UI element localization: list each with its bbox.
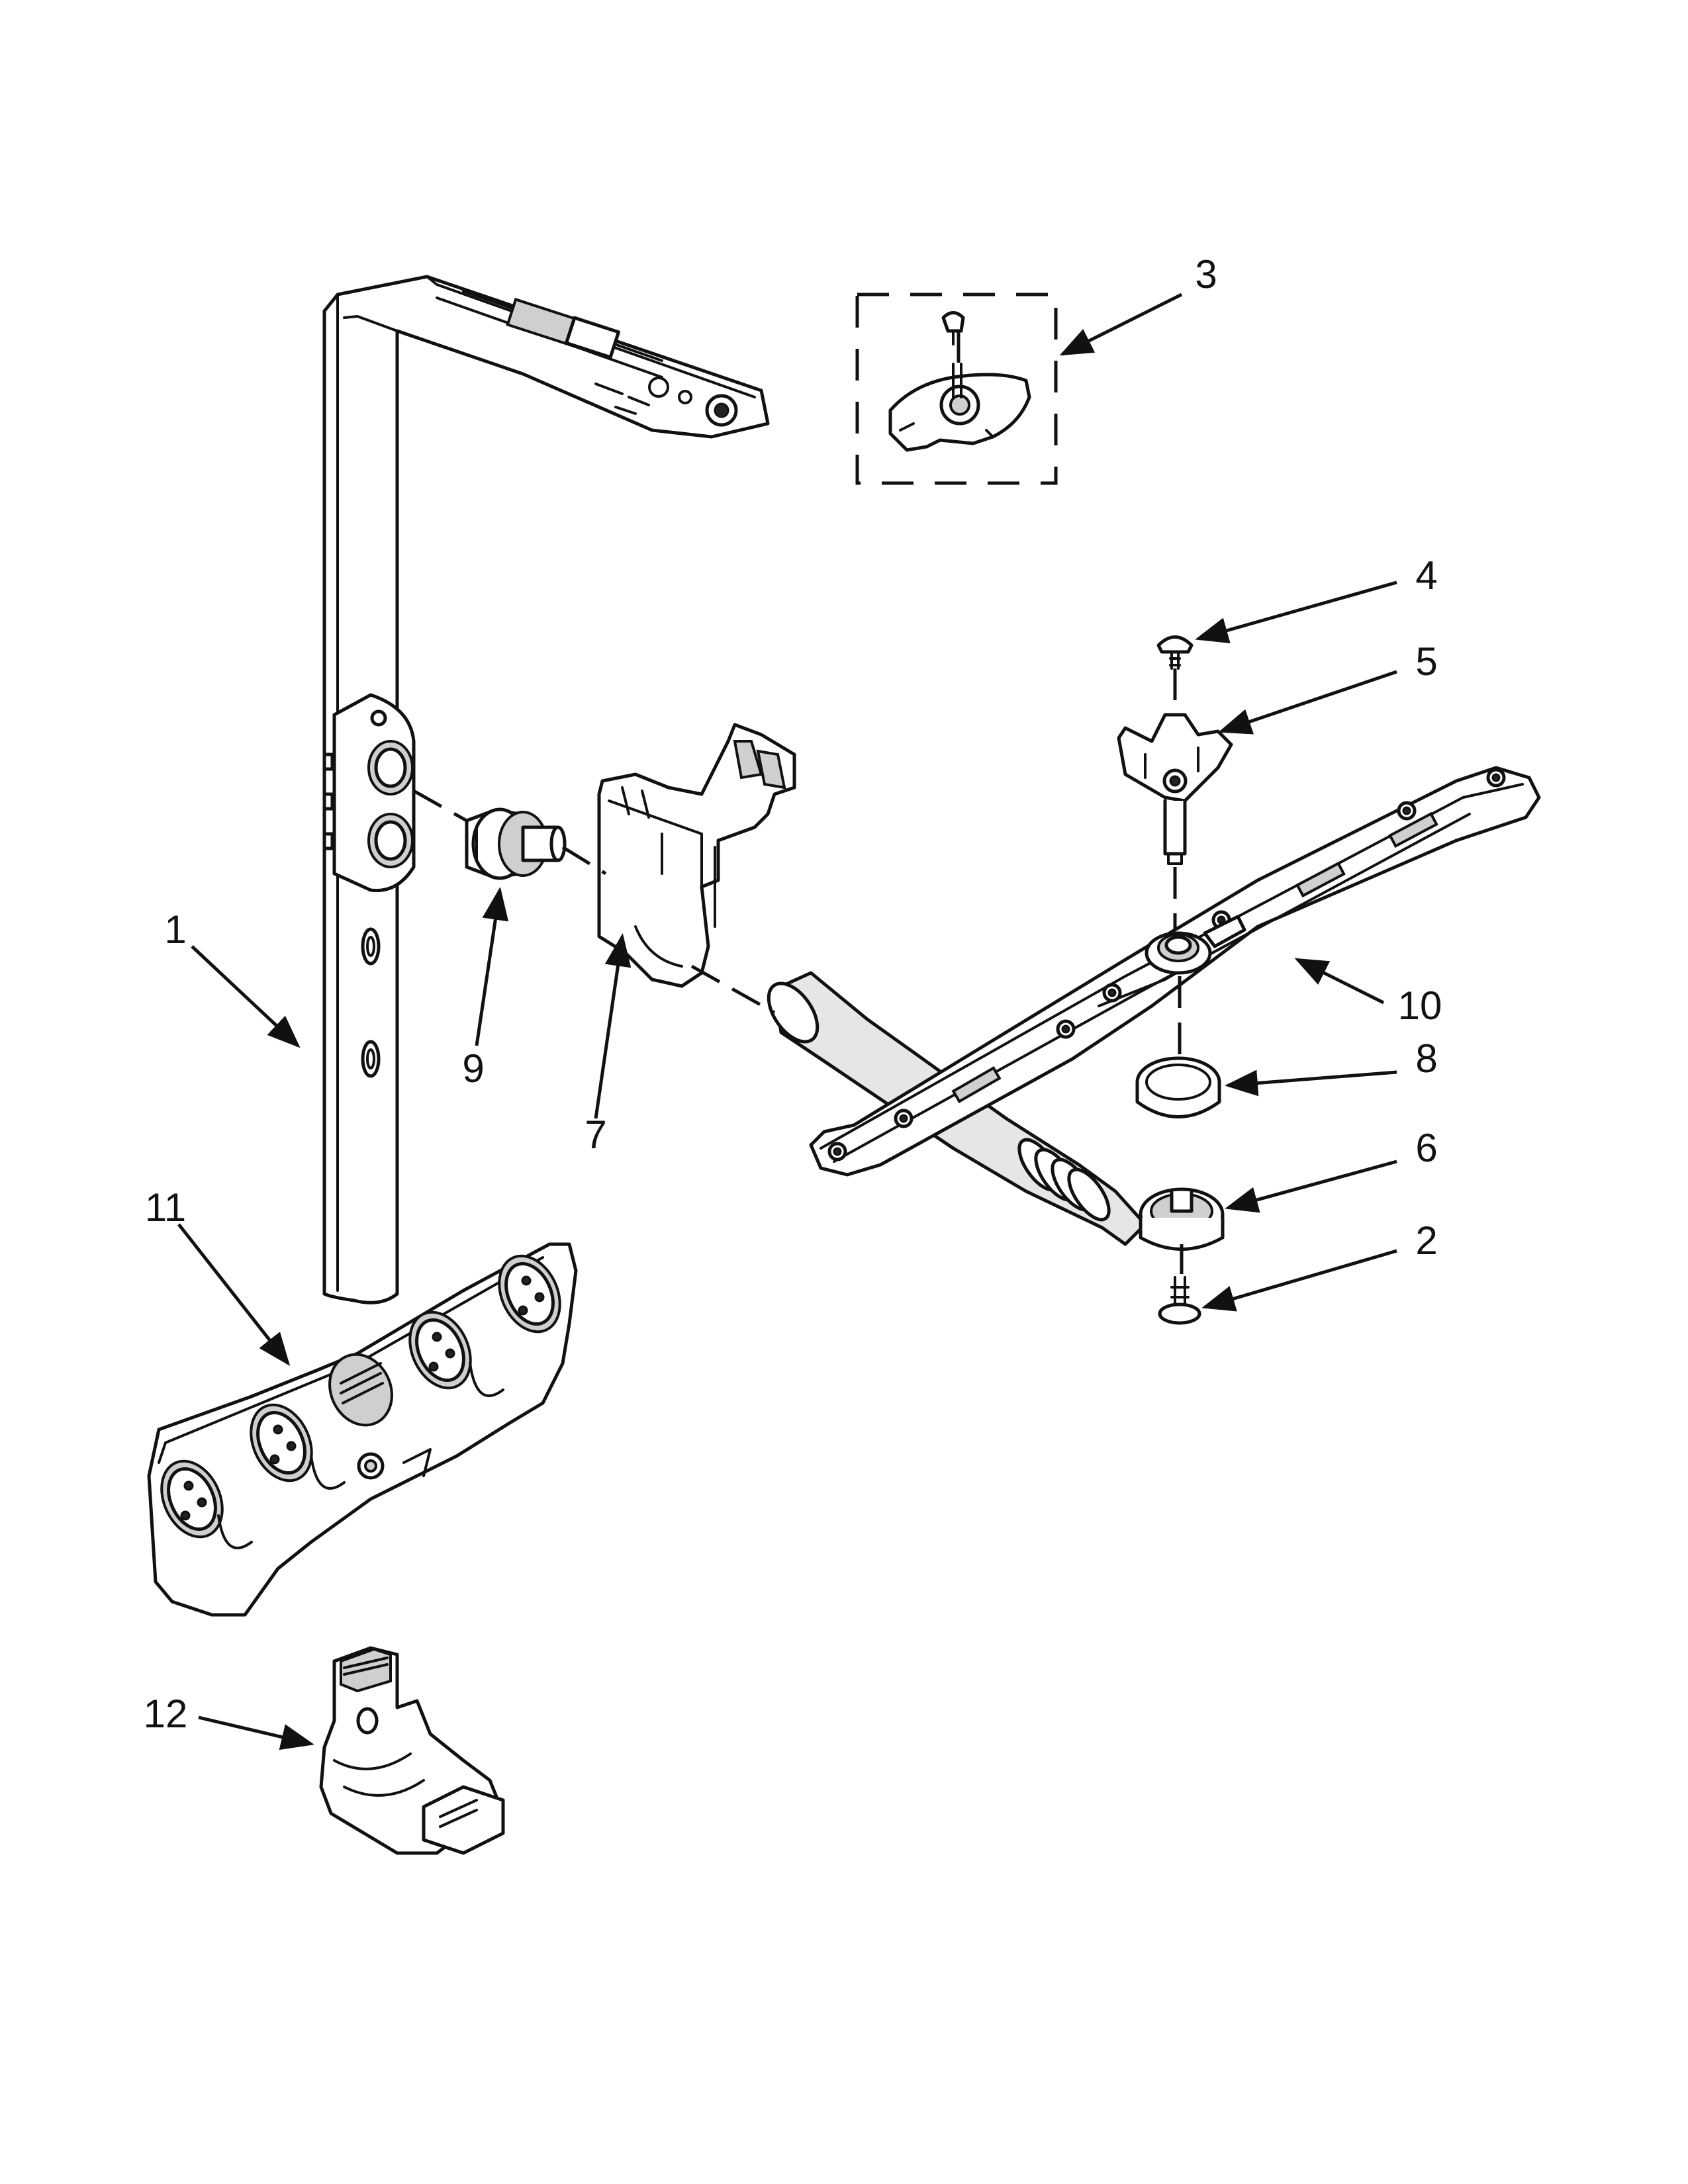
part-6-bearing-ring [1139,1187,1225,1251]
leader-2 [1201,1249,1397,1312]
callout-8: 8 [1415,1036,1437,1081]
leader-5 [1218,670,1397,735]
part-1-supply-tube [322,275,770,1304]
callout-10: 10 [1398,983,1442,1028]
part-3-clip-assembly [888,311,1031,452]
part-4-screw [1156,635,1194,670]
part-7-bracket [597,723,796,988]
leader-12 [198,1715,314,1751]
callout-3: 3 [1195,252,1217,296]
callout-labels: 1 2 3 4 5 6 7 8 9 10 11 12 [144,252,1442,1736]
callout-9: 9 [462,1046,484,1091]
callout-5: 5 [1415,639,1437,684]
callout-11: 11 [145,1185,186,1230]
assembly-axis-lines [412,331,1184,1274]
callout-2: 2 [1415,1218,1437,1263]
leader-9 [475,887,509,1046]
leader-1 [191,945,301,1048]
leader-10 [1294,958,1385,1005]
bellows [1017,1138,1111,1222]
callout-1: 1 [164,907,186,952]
leader-3 [1059,293,1183,356]
leader-4 [1195,580,1397,643]
part-12-connector [319,1646,505,1855]
part-3-group-box [855,293,1058,485]
part-2-screw [1158,1276,1201,1325]
callout-4: 4 [1415,553,1437,598]
leader-6 [1225,1160,1397,1213]
leader-7 [594,933,632,1119]
callout-7: 7 [585,1113,606,1157]
callout-12: 12 [144,1692,188,1736]
callout-leaders [177,293,1397,1751]
part-8-ring [1135,1056,1221,1118]
leader-8 [1225,1069,1397,1097]
part-11-manifold [147,1242,578,1617]
part-9-fitting [465,807,567,880]
leader-11 [177,1223,291,1366]
part-10-spray-arm [767,766,1541,1246]
callout-6: 6 [1415,1126,1437,1170]
part-5-bearing [1117,713,1233,865]
